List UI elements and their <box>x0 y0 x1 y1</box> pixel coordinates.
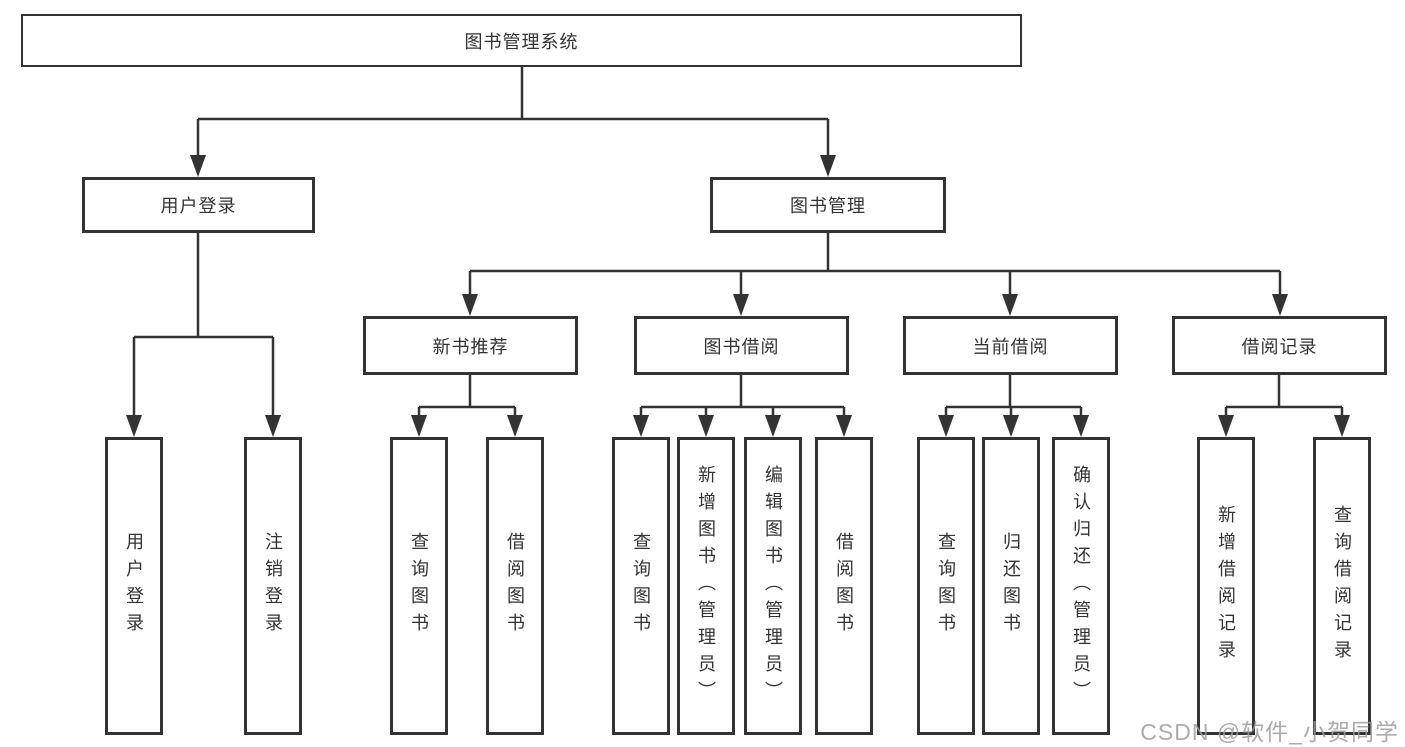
watermark: CSDN @软件_小贺同学 <box>1140 719 1399 745</box>
leaf-user-login: 用户登录 <box>105 437 163 735</box>
leaf-borrow-books-recommend: 借阅图书 <box>486 437 544 735</box>
leaf-confirm-return-admin: 确认归还（管理员） <box>1052 437 1110 735</box>
leaf-query-books-current: 查询图书 <box>917 437 975 735</box>
leaf-edit-book-admin: 编辑图书（管理员） <box>744 437 802 735</box>
arrowheads <box>126 155 1350 437</box>
node-new-book-recommend: 新书推荐 <box>363 316 578 375</box>
leaf-query-borrow-record: 查询借阅记录 <box>1313 437 1371 735</box>
leaf-query-books-borrow: 查询图书 <box>612 437 670 735</box>
node-borrow-records: 借阅记录 <box>1172 316 1387 375</box>
leaf-logout: 注销登录 <box>244 437 302 735</box>
node-user-login: 用户登录 <box>82 177 315 233</box>
leaf-add-borrow-record: 新增借阅记录 <box>1197 437 1255 735</box>
node-book-borrow: 图书借阅 <box>634 316 849 375</box>
leaf-query-books-recommend: 查询图书 <box>390 437 448 735</box>
node-book-management: 图书管理 <box>710 177 946 233</box>
leaf-borrow-books: 借阅图书 <box>815 437 873 735</box>
leaf-add-book-admin: 新增图书（管理员） <box>677 437 735 735</box>
leaf-return-books: 归还图书 <box>982 437 1040 735</box>
node-current-borrow: 当前借阅 <box>903 316 1118 375</box>
node-root: 图书管理系统 <box>21 14 1022 67</box>
